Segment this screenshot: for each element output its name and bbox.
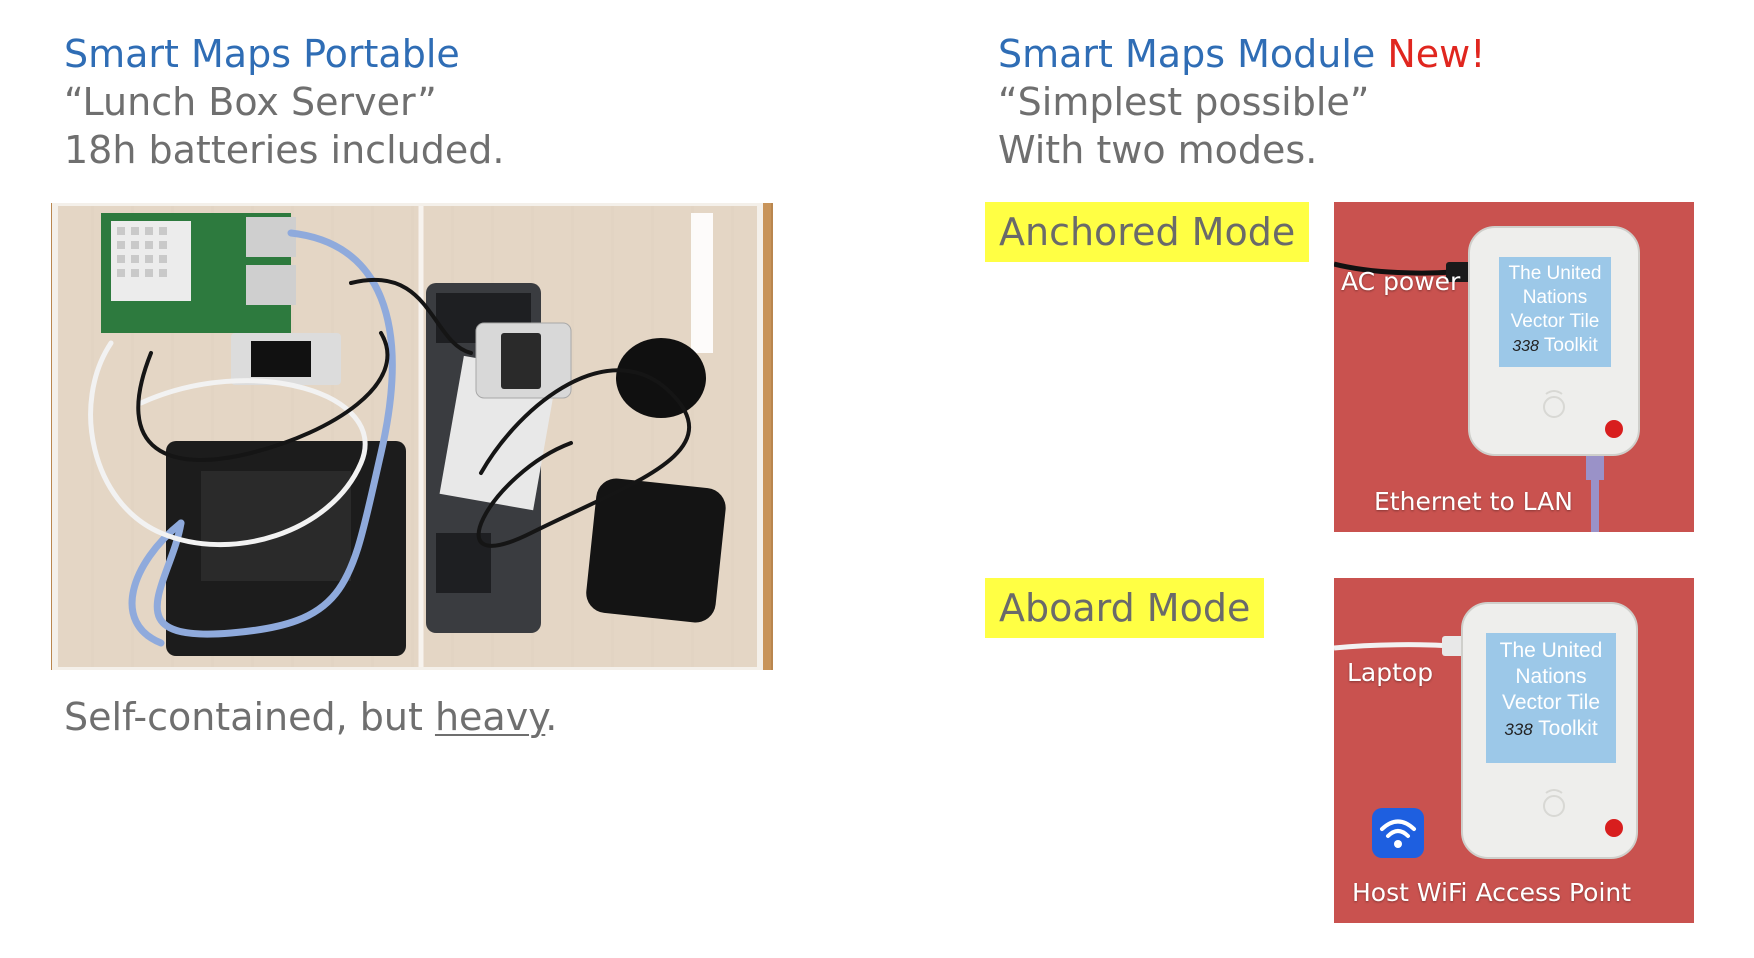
device-number: 338 xyxy=(1512,338,1539,355)
caption-end: . xyxy=(545,695,558,739)
caption-underlined: heavy xyxy=(434,695,546,739)
red-button-icon xyxy=(1605,819,1623,837)
right-title-text: Smart Maps Module xyxy=(998,32,1388,76)
anchored-mode-photo: AC power Ethernet to LAN The United Nati… xyxy=(1334,202,1694,532)
raspberry-logo-icon xyxy=(1543,789,1565,817)
aboard-mode-label: Aboard Mode xyxy=(985,578,1265,638)
device-label-line: Nations xyxy=(1522,287,1588,308)
device-number: 338 xyxy=(1504,720,1533,739)
device-label-word: Toolkit xyxy=(1543,335,1598,356)
lunch-box-photo xyxy=(51,203,773,670)
laptop-annotation: Laptop xyxy=(1347,658,1434,687)
red-button-icon xyxy=(1605,420,1623,438)
right-subtitle-2: With two modes. xyxy=(998,128,1318,172)
host-wifi-annotation: Host WiFi Access Point xyxy=(1352,878,1632,907)
aboard-mode-photo: Laptop Host WiFi Access Point The United… xyxy=(1334,578,1694,923)
left-subtitle-2: 18h batteries included. xyxy=(64,128,505,172)
device-label-line: 338 Toolkit xyxy=(1499,334,1611,359)
device-label-line: Nations xyxy=(1515,665,1587,688)
left-subtitle-1: “Lunch Box Server” xyxy=(64,80,437,124)
caption-text: Self-contained, but xyxy=(64,695,435,739)
wifi-icon xyxy=(1372,808,1424,858)
new-badge: New! xyxy=(1387,32,1486,76)
left-title: Smart Maps Portable xyxy=(64,32,460,76)
anchored-mode-label: Anchored Mode xyxy=(985,202,1310,262)
device-label-line: 338 Toolkit xyxy=(1486,716,1616,743)
right-title: Smart Maps Module New! xyxy=(998,32,1485,76)
device-label-line: The United xyxy=(1499,639,1603,662)
aboard-device-label: The United Nations Vector Tile 338 Toolk… xyxy=(1486,638,1616,743)
ethernet-annotation: Ethernet to LAN xyxy=(1374,487,1573,516)
device-label-line: Vector Tile xyxy=(1501,691,1601,714)
ac-power-annotation: AC power xyxy=(1341,267,1461,296)
right-subtitle-1: “Simplest possible” xyxy=(998,80,1370,124)
device-label-line: The United xyxy=(1508,263,1602,284)
device-label-line: Vector Tile xyxy=(1510,311,1600,332)
device-label-word: Toolkit xyxy=(1538,717,1598,740)
anchored-device-label: The United Nations Vector Tile 338 Toolk… xyxy=(1499,262,1611,359)
raspberry-logo-icon xyxy=(1543,390,1565,418)
left-caption: Self-contained, but heavy. xyxy=(64,695,557,739)
